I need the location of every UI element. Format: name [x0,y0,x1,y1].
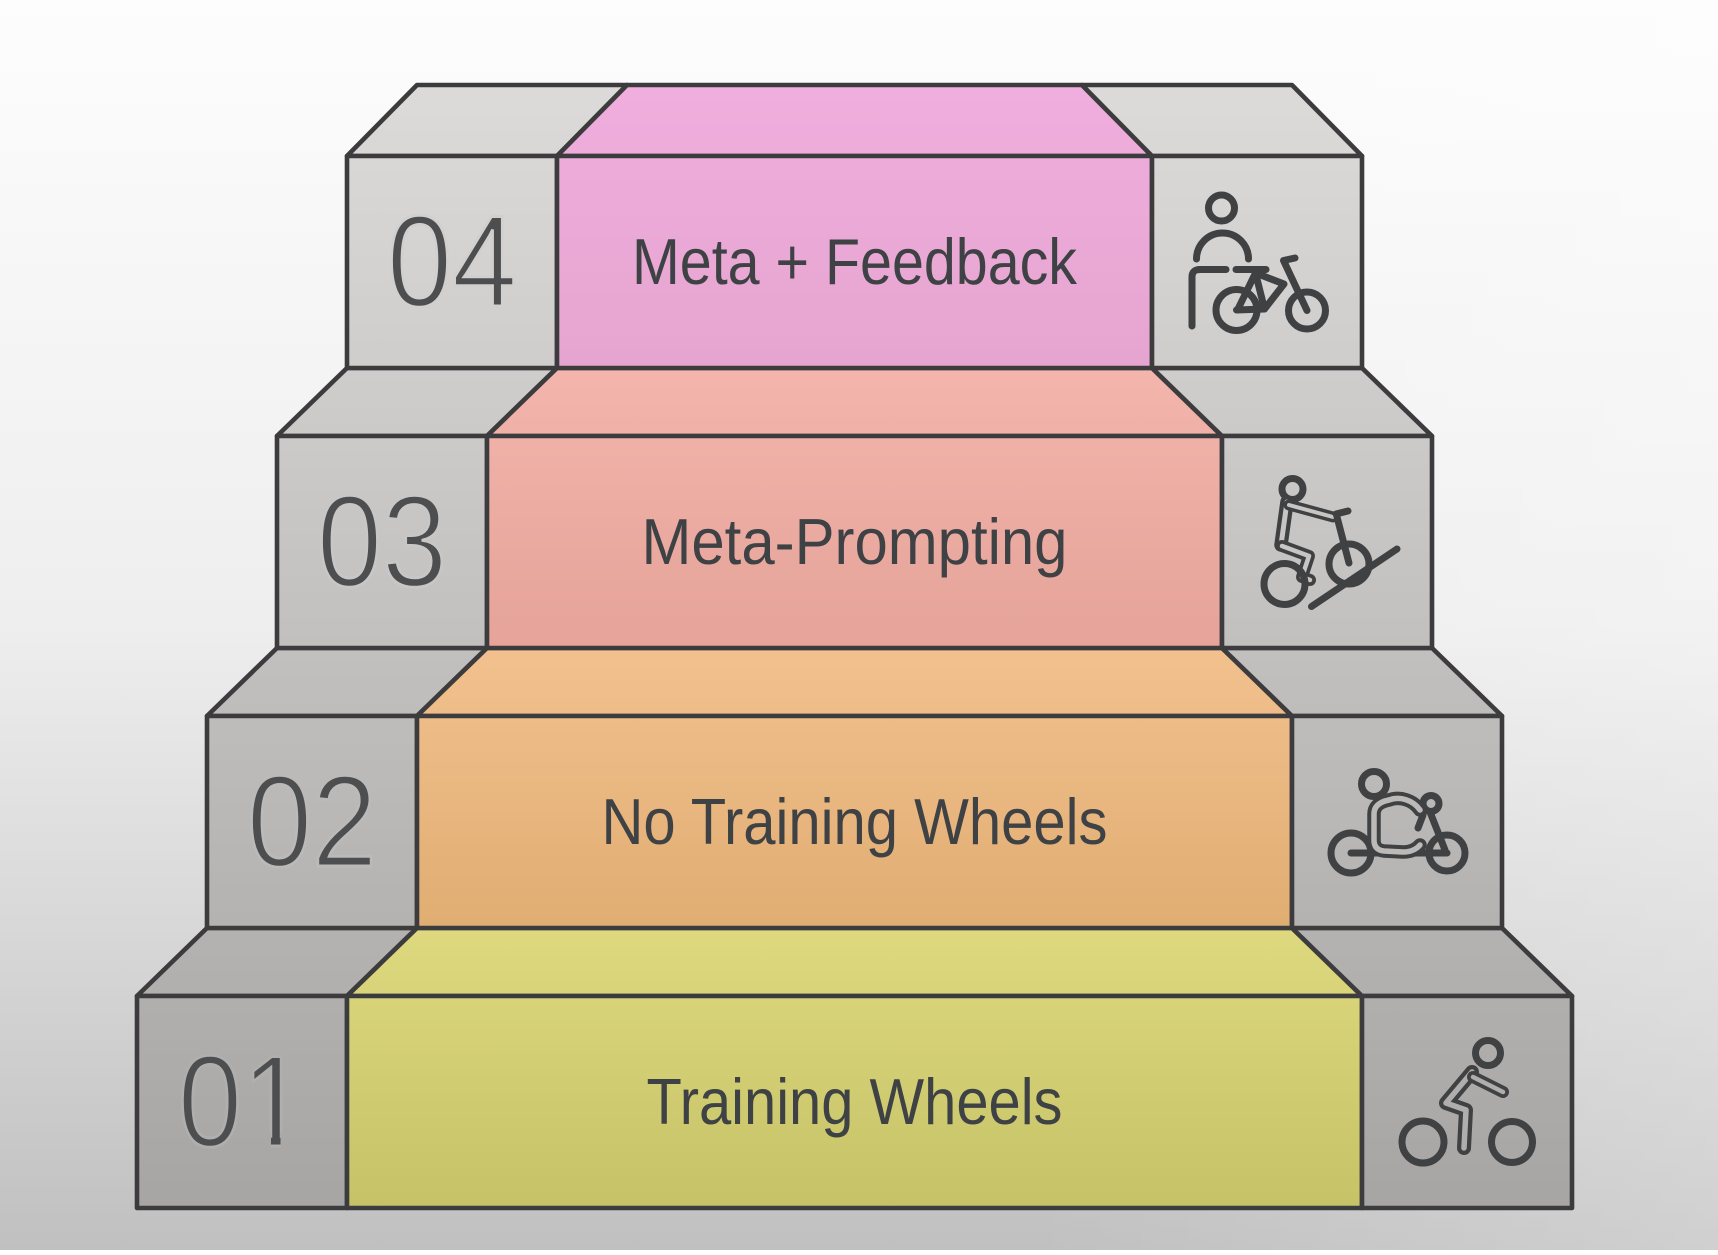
svg-text:03: 03 [317,468,447,614]
svg-text:01: 01 [178,1028,306,1174]
svg-text:02: 02 [247,748,377,894]
svg-text:Meta-Prompting: Meta-Prompting [642,505,1068,578]
svg-text:No Training Wheels: No Training Wheels [602,785,1108,858]
svg-text:Training Wheels: Training Wheels [647,1065,1063,1138]
svg-text:Meta + Feedback: Meta + Feedback [632,225,1077,298]
svg-text:04: 04 [387,188,517,334]
